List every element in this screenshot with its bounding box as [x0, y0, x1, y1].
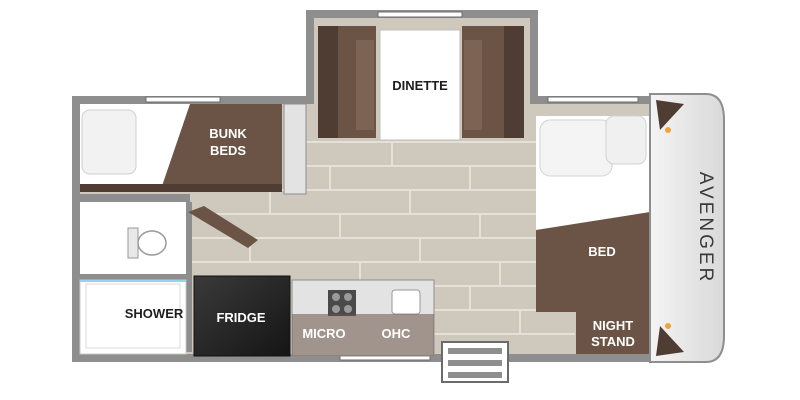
cooktop [328, 290, 356, 316]
bunk-edge [80, 184, 282, 192]
marker-light-bottom [665, 323, 671, 329]
night-stand-body [576, 312, 650, 354]
floor-planks [190, 141, 575, 335]
bathroom: SHOWER [79, 194, 258, 355]
bed-label: BED [588, 244, 615, 259]
front-cap: AVENGER [649, 93, 725, 363]
fridge-label: FRIDGE [216, 310, 265, 325]
brand-logo: AVENGER [695, 172, 716, 285]
bed-pillow [539, 119, 613, 177]
sink [391, 289, 421, 315]
ohc-label: OHC [382, 326, 412, 341]
bath-wall-top [80, 194, 190, 202]
window-bed [547, 96, 639, 103]
bath-door [188, 206, 258, 248]
dinette: DINETTE [318, 26, 524, 141]
dinette-table [379, 29, 461, 141]
fridge: FRIDGE [193, 275, 291, 357]
dinette-label: DINETTE [392, 78, 448, 93]
toilet-tank [127, 227, 139, 259]
night-stand: NIGHT STAND [576, 312, 650, 354]
entry-steps [441, 341, 509, 383]
kitchen: MICRO OHC [291, 279, 435, 357]
front-cap-shape [649, 93, 725, 363]
fridge-body [193, 275, 291, 357]
bunk-pillow [81, 109, 137, 175]
marker-light-top [665, 127, 671, 133]
micro-label: MICRO [302, 326, 345, 341]
bunk-beds: BUNK BEDS [80, 103, 307, 195]
shower-wall [80, 274, 186, 280]
bunk-ladder [283, 103, 307, 195]
night-stand-label-line1: NIGHT [593, 318, 634, 333]
window-bunk [145, 96, 221, 103]
shower-label: SHOWER [125, 306, 184, 321]
queen-bed: BED [536, 115, 650, 312]
window-slide [377, 11, 463, 18]
micro-ohc-band [292, 314, 434, 356]
night-stand-label-line2: STAND [591, 334, 635, 349]
toilet-icon [137, 230, 167, 256]
bath-wall-right [186, 202, 192, 352]
bunk-label-line2: BEDS [210, 143, 246, 158]
bed-pillow-2 [605, 115, 647, 165]
bunk-label-line1: BUNK [209, 126, 247, 141]
